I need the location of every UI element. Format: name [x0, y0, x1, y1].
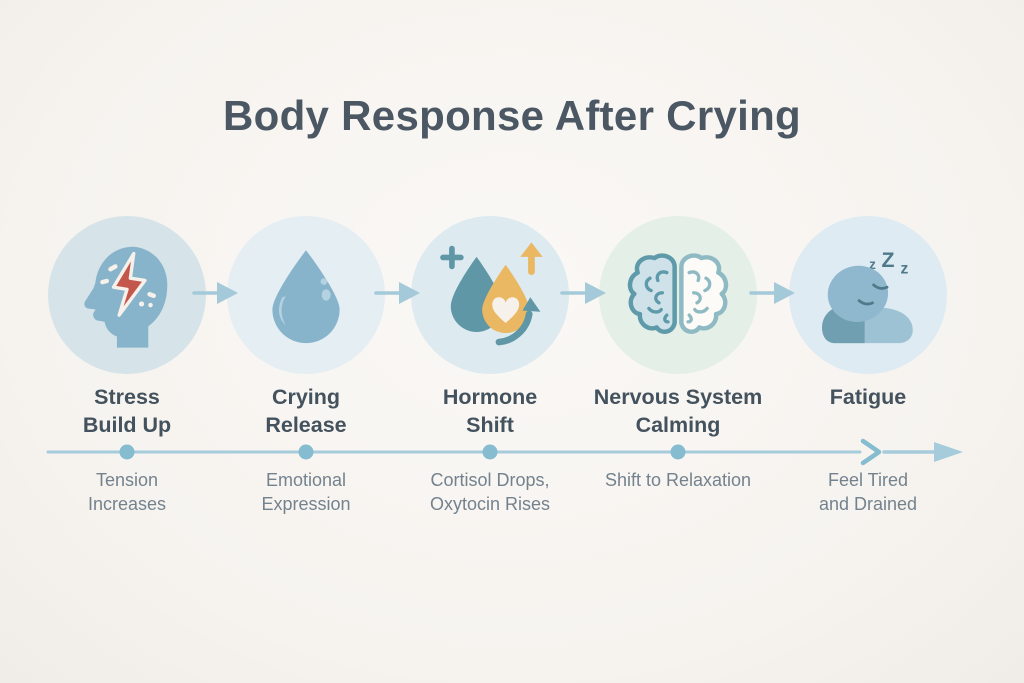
- brain-icon: [627, 253, 729, 334]
- chevron-right-icon: [860, 438, 882, 466]
- stage-label: Nervous System Calming: [593, 385, 763, 437]
- stage-fatigue: z Z z Fatigue Feel Tired and Drained: [758, 216, 978, 546]
- stage-sublabel: Cortisol Drops, Oxytocin Rises: [429, 470, 551, 514]
- svg-text:Z: Z: [881, 248, 894, 272]
- stage-icon-circle: [599, 216, 757, 374]
- right-arrow-icon: [749, 282, 795, 304]
- timeline-dot: [482, 444, 498, 460]
- svg-text:z: z: [900, 261, 908, 278]
- stage-hormone-shift: Hormone Shift Cortisol Drops, Oxytocin R…: [380, 216, 600, 546]
- stage-label: Hormone Shift: [442, 385, 538, 437]
- arrowhead-icon: [934, 442, 963, 462]
- page-title: Body Response After Crying: [223, 92, 801, 139]
- right-arrow-icon: [560, 282, 606, 304]
- timeline-dot: [298, 444, 314, 460]
- stage-icon-circle: z Z z: [789, 216, 947, 374]
- timeline-dot: [119, 444, 135, 460]
- stage-sublabel: Feel Tired and Drained: [818, 470, 918, 514]
- head-lightning-icon: [84, 246, 168, 348]
- stage-nervous-system-calming: Nervous System Calming Shift to Relaxati…: [568, 216, 788, 546]
- stage-label: Fatigue: [829, 385, 907, 409]
- right-arrow-icon: [374, 282, 420, 304]
- hormone-drops-icon: [440, 242, 543, 346]
- right-arrow-icon: [192, 282, 238, 304]
- stage-sublabel: Shift to Relaxation: [604, 470, 752, 490]
- stage-sublabel: Emotional Expression: [261, 470, 351, 514]
- stage-crying-release: Crying Release Emotional Expression: [196, 216, 416, 546]
- stage-sublabel: Tension Increases: [87, 470, 167, 514]
- stage-stress-build-up: Stress Build Up Tension Increases: [17, 216, 237, 546]
- stage-label: Crying Release: [265, 385, 347, 437]
- timeline-dot: [670, 444, 686, 460]
- timeline: [46, 438, 963, 466]
- zzz-text: z: [869, 257, 876, 272]
- stage-label: Stress Build Up: [82, 385, 172, 437]
- stage-icon-circle: [48, 216, 206, 374]
- sleeping-icon: z Z z: [822, 248, 913, 344]
- stage-icon-circle: [411, 216, 569, 374]
- stage-icon-circle: [227, 216, 385, 374]
- teardrop-icon: [272, 250, 340, 344]
